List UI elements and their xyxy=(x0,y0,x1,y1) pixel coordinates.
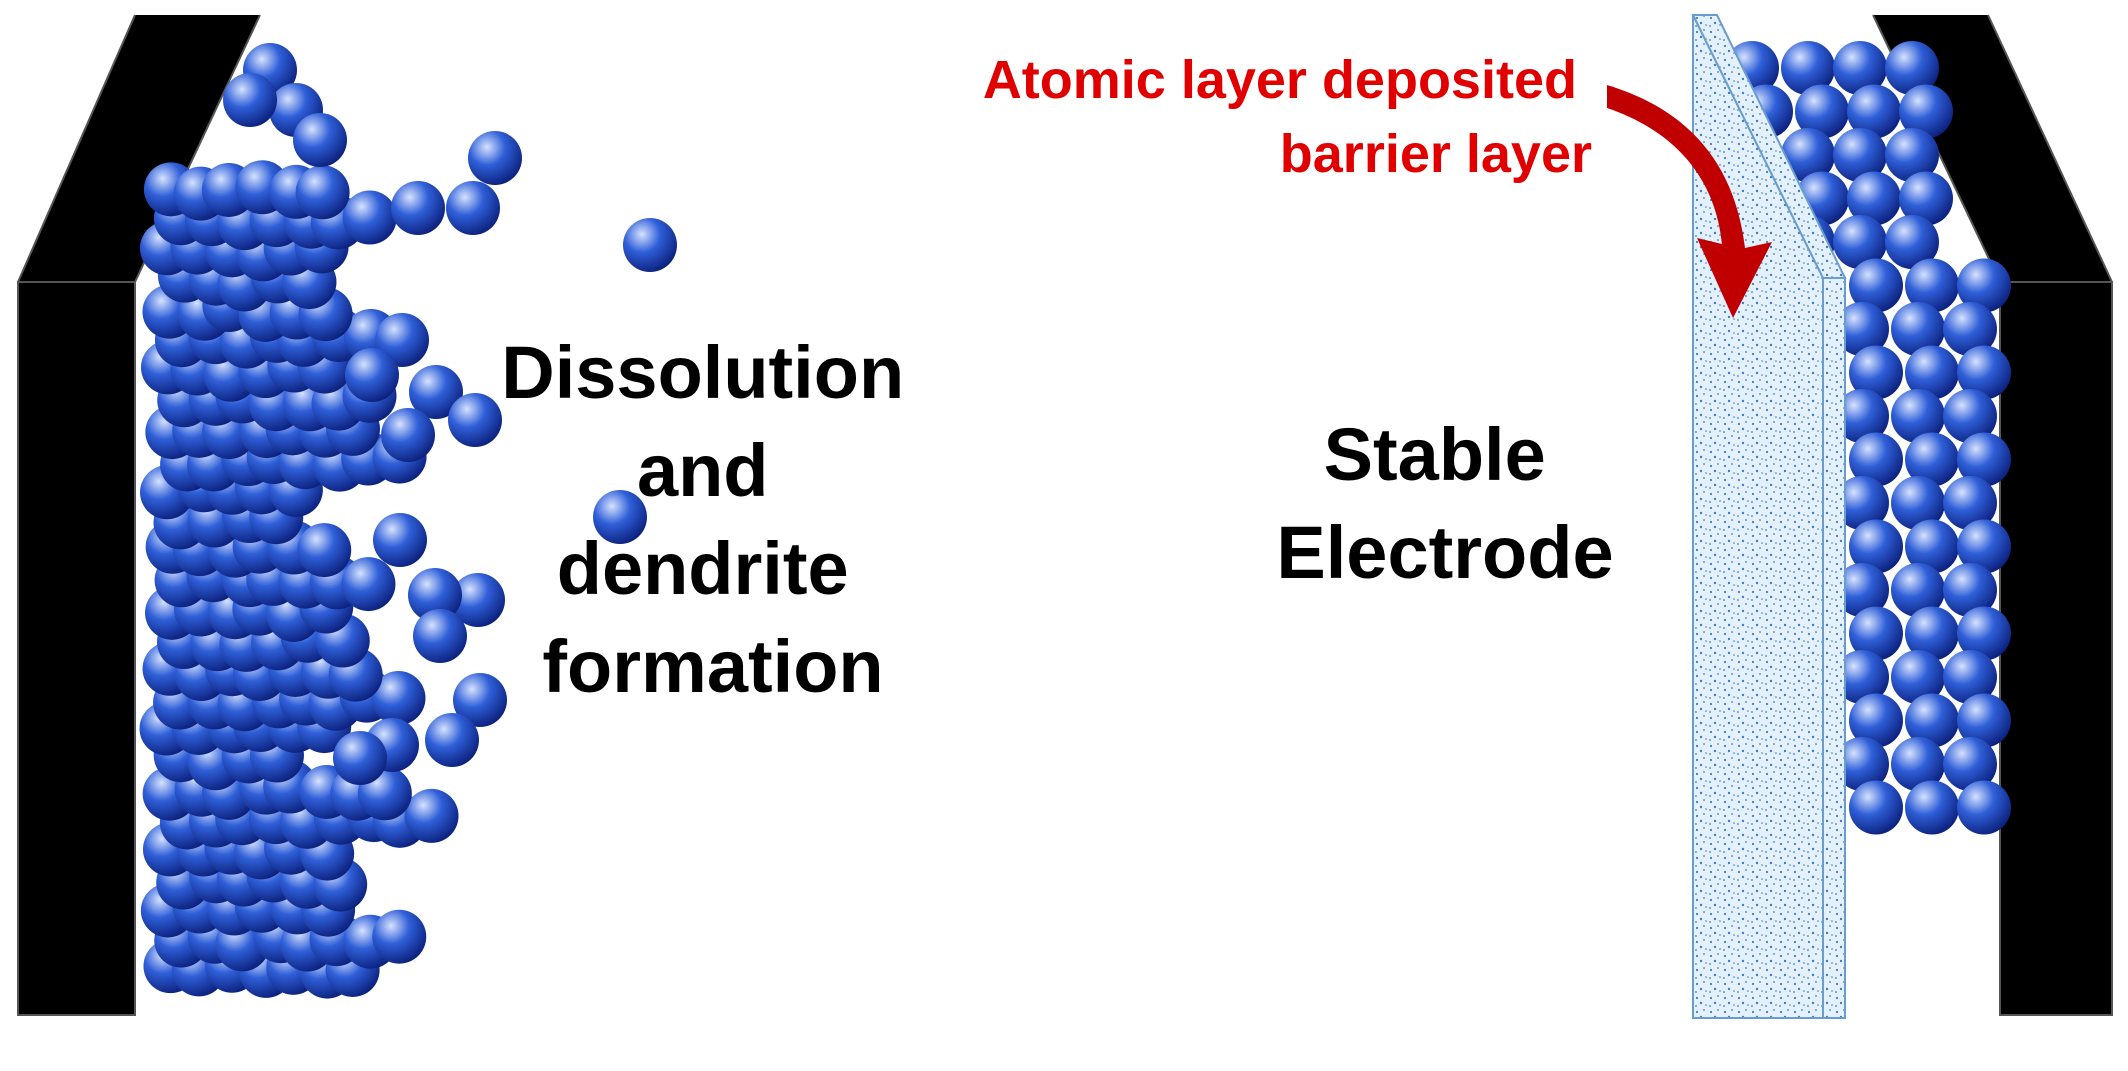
particle xyxy=(1847,171,1901,226)
particle xyxy=(1905,693,1959,748)
barrier-layer-side xyxy=(1822,277,1846,1019)
particle xyxy=(1943,737,1997,791)
particle xyxy=(341,557,396,612)
particle xyxy=(1891,737,1945,791)
particle xyxy=(1905,345,1959,400)
right-particle-stack xyxy=(1725,41,2011,835)
barrier-callout-line-2: barrier layer xyxy=(1280,124,1592,184)
stable-electrode-label-line-1: Stable xyxy=(1324,413,1546,496)
particle xyxy=(1835,389,1889,443)
dissolution-label-line-1: Dissolution xyxy=(501,331,904,414)
particle xyxy=(293,113,347,167)
stable-electrode-label: Stable Electrode xyxy=(1276,413,1613,594)
particle xyxy=(1849,693,1903,748)
particle xyxy=(1847,84,1901,139)
particle xyxy=(1833,128,1887,182)
callout-arrow xyxy=(1607,85,1772,318)
particle xyxy=(1891,650,1945,704)
particle xyxy=(223,73,277,127)
particle xyxy=(1891,389,1945,443)
particle xyxy=(1795,84,1849,139)
particle xyxy=(1905,780,1959,835)
particle xyxy=(1835,650,1889,704)
barrier-callout-line-1: Atomic layer deposited xyxy=(983,50,1577,110)
particle xyxy=(1957,693,2011,748)
particle xyxy=(1835,476,1889,530)
left-electrode-top-face xyxy=(18,15,260,282)
particle xyxy=(375,313,429,367)
particle xyxy=(1943,563,1997,617)
particle xyxy=(453,673,507,727)
particle xyxy=(1957,258,2011,313)
particle xyxy=(1899,84,1953,139)
particle xyxy=(1781,41,1835,95)
particle xyxy=(1835,302,1889,356)
particle xyxy=(1905,432,1959,487)
particle xyxy=(593,490,647,544)
particle xyxy=(297,523,352,578)
particle xyxy=(1943,302,1997,356)
dissolution-label-line-4: formation xyxy=(542,625,883,708)
left-electrode xyxy=(17,14,677,1016)
particle xyxy=(1835,737,1889,791)
particle xyxy=(451,573,505,627)
particle xyxy=(1833,215,1887,269)
particle xyxy=(381,408,435,462)
particle xyxy=(1957,432,2011,487)
particle xyxy=(342,190,397,245)
particle xyxy=(1835,563,1889,617)
particle xyxy=(1891,563,1945,617)
left-electrode-front-face xyxy=(17,281,136,1016)
right-electrode-front-face xyxy=(1999,281,2113,1016)
stable-electrode-label-line-2: Electrode xyxy=(1276,511,1613,594)
particle xyxy=(1849,519,1903,574)
particle xyxy=(1957,780,2011,835)
particle xyxy=(1885,41,1939,95)
particle xyxy=(1849,258,1903,313)
particle xyxy=(1905,606,1959,661)
particle xyxy=(1943,650,1997,704)
particle xyxy=(391,181,445,235)
barrier-callout-label: Atomic layer deposited barrier layer xyxy=(983,50,1592,184)
particle xyxy=(371,671,426,726)
particle xyxy=(448,393,502,447)
left-particle-cluster xyxy=(139,43,677,999)
particle xyxy=(1891,302,1945,356)
particle xyxy=(1849,780,1903,835)
particle xyxy=(333,731,387,785)
dissolution-label-line-3: dendrite xyxy=(557,527,849,610)
particle xyxy=(1781,128,1835,182)
dissolution-label-line-2: and xyxy=(637,429,769,512)
particle xyxy=(446,181,500,235)
particle xyxy=(1943,476,1997,530)
particle xyxy=(1899,171,1953,226)
particle xyxy=(295,165,350,220)
particle xyxy=(408,568,462,622)
particle xyxy=(404,788,459,843)
particle xyxy=(1957,519,2011,574)
particle xyxy=(1885,128,1939,182)
particle xyxy=(1849,606,1903,661)
particle xyxy=(1957,345,2011,400)
particle xyxy=(409,365,463,419)
particle xyxy=(1905,519,1959,574)
right-electrode xyxy=(1725,14,2113,1016)
particle xyxy=(345,348,399,402)
particle xyxy=(372,909,427,964)
particle xyxy=(425,713,479,767)
particle xyxy=(1849,345,1903,400)
particle xyxy=(1957,606,2011,661)
particle xyxy=(1885,215,1939,269)
particle xyxy=(623,218,677,272)
particle xyxy=(1833,41,1887,95)
particle xyxy=(1943,389,1997,443)
particle xyxy=(413,609,467,663)
dissolution-label: Dissolution and dendrite formation xyxy=(501,331,924,708)
particle xyxy=(373,513,427,567)
particle xyxy=(468,131,522,185)
particle xyxy=(1891,476,1945,530)
particle xyxy=(1905,258,1959,313)
particle xyxy=(1849,432,1903,487)
